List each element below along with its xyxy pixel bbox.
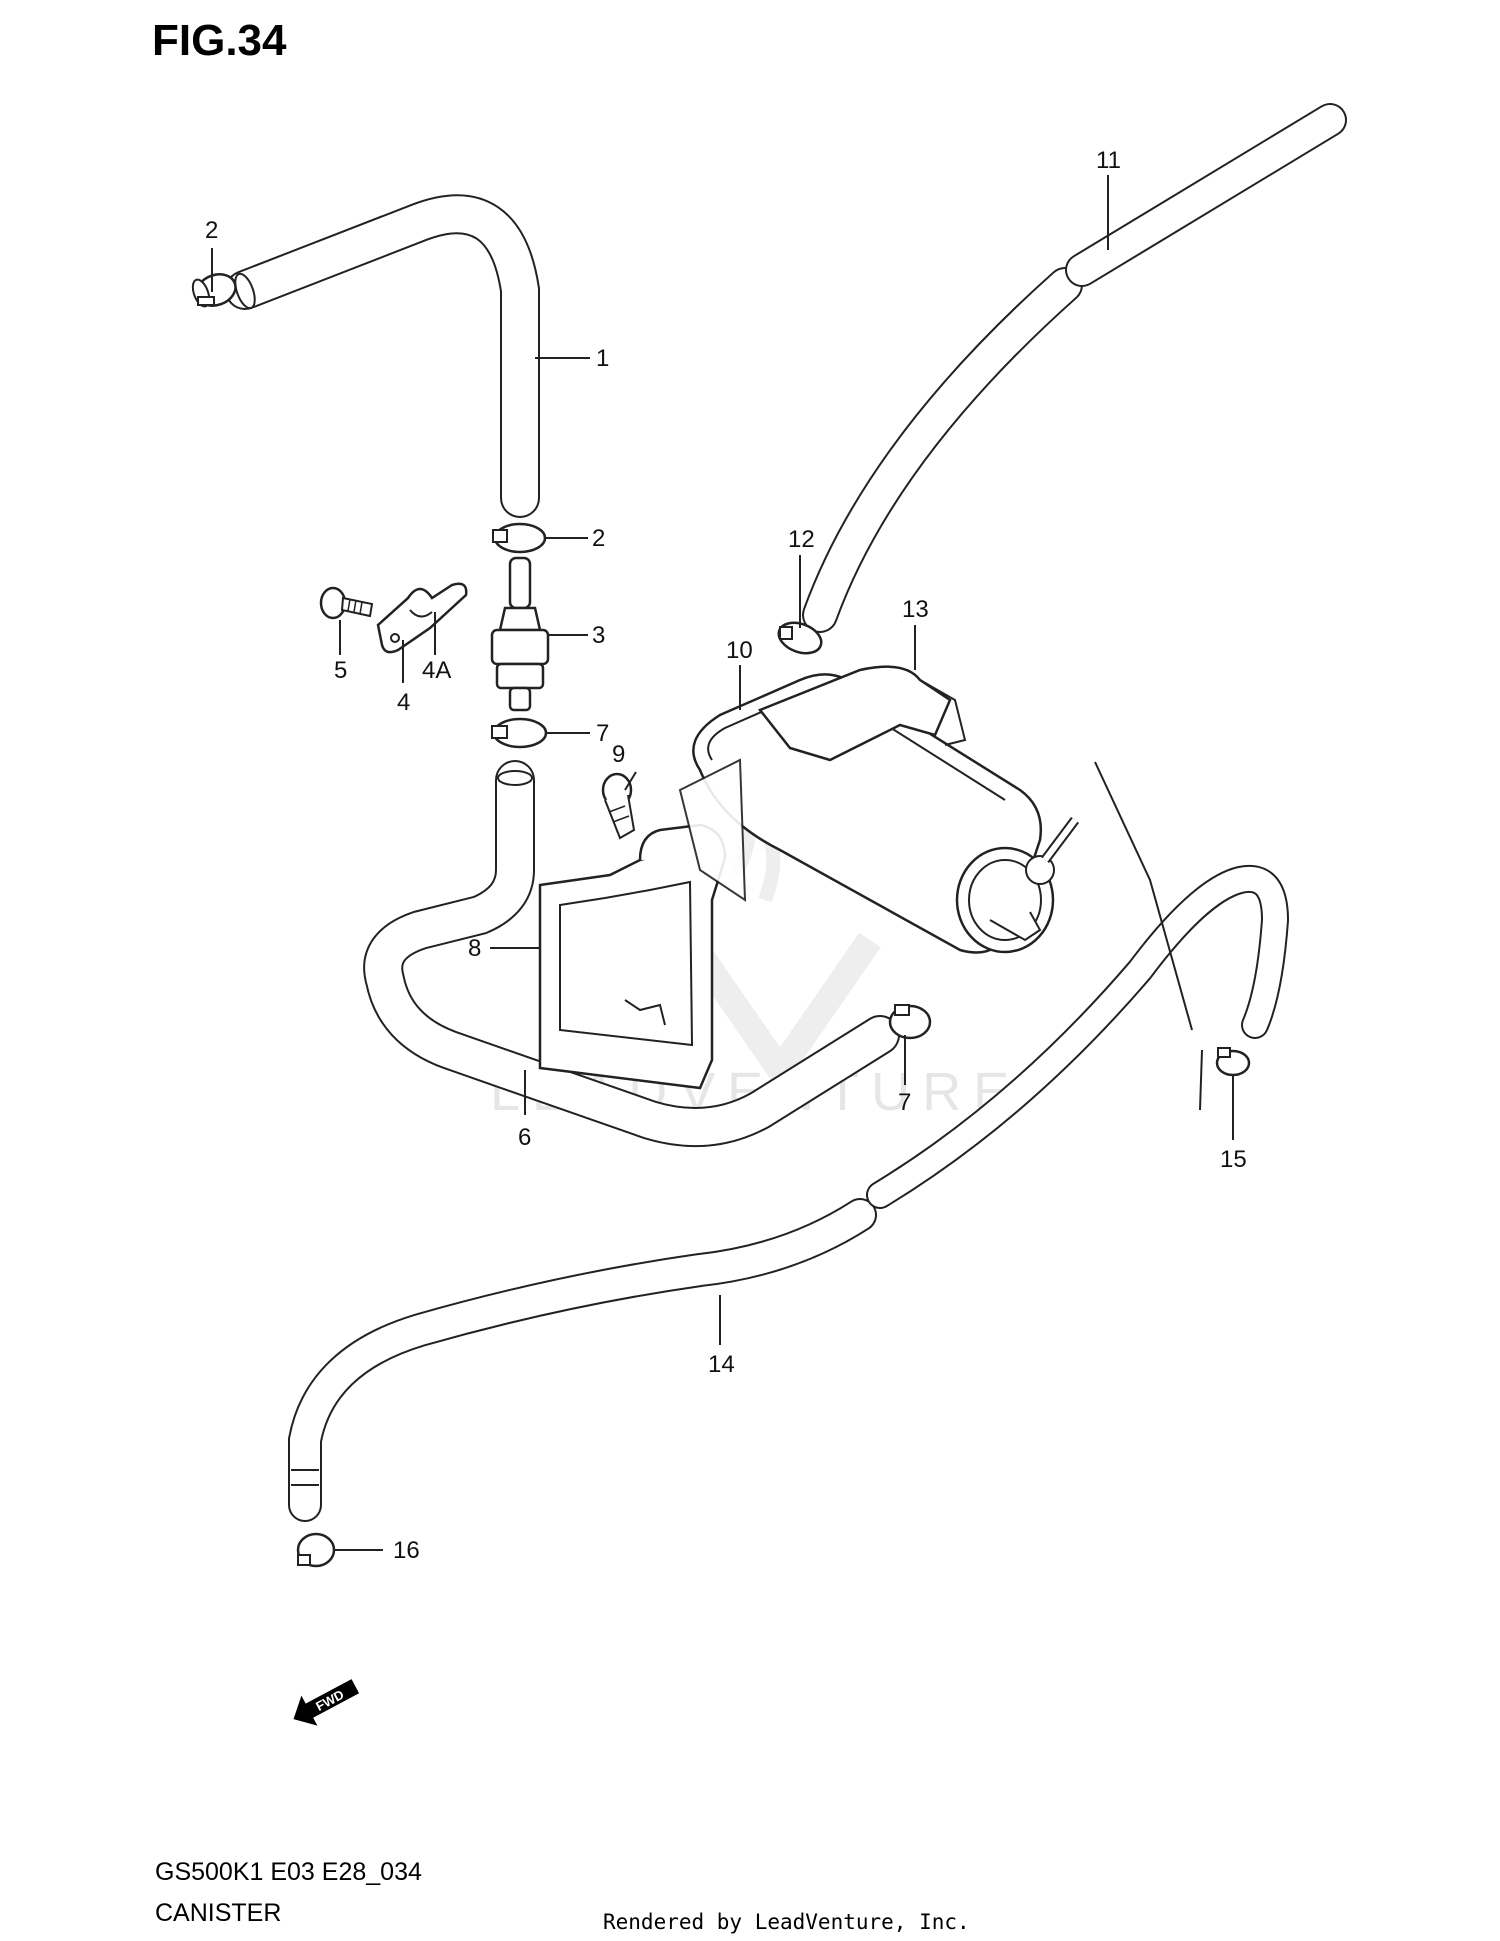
render-credit: Rendered by LeadVenture, Inc.	[603, 1910, 970, 1934]
bracket-4[interactable]	[376, 582, 468, 654]
hose-11[interactable]	[802, 103, 1347, 633]
clamp-2-lower[interactable]	[492, 522, 547, 554]
clamp-7-lower[interactable]	[888, 1004, 932, 1040]
callout-labels: 2 1 2 3 4 4A 5 6 7 7 8 9 10 11 12 13 14 …	[205, 147, 1247, 1564]
strap-13[interactable]	[757, 665, 967, 762]
callout-label: 10	[726, 637, 753, 664]
callout-label: 14	[708, 1351, 735, 1378]
section-name: CANISTER	[155, 1899, 281, 1927]
hose-6[interactable]	[363, 760, 900, 1148]
callout-label: 16	[393, 1537, 420, 1564]
clamp-16[interactable]	[296, 1532, 336, 1568]
callout-label: 2	[592, 525, 605, 552]
callout-label: 3	[592, 622, 605, 649]
clamp-12[interactable]	[775, 617, 826, 658]
clamp-7-upper[interactable]	[491, 717, 548, 749]
clamp-15[interactable]	[1215, 1047, 1251, 1077]
callout-label: 4A	[422, 657, 451, 684]
callout-label: 15	[1220, 1146, 1247, 1173]
callout-label: 7	[596, 720, 609, 747]
clamp-2-upper[interactable]	[190, 269, 240, 311]
callout-label: 7	[898, 1089, 911, 1116]
callout-label: 9	[612, 741, 625, 768]
fwd-label: FWD	[313, 1687, 346, 1714]
leader-lines	[211, 175, 1234, 1551]
model-code: GS500K1 E03 E28_034	[155, 1858, 422, 1886]
callout-label: 5	[334, 657, 347, 684]
callout-label: 12	[788, 526, 815, 553]
callout-label: 1	[596, 345, 609, 372]
hose-routing-line	[1094, 761, 1203, 1111]
callout-label: 6	[518, 1124, 531, 1151]
hose-14[interactable]	[288, 864, 1290, 1522]
canister-bracket-8[interactable]	[538, 823, 727, 1090]
callout-label: 13	[902, 596, 929, 623]
callout-label: 8	[468, 935, 481, 962]
figure-title: FIG.34	[152, 16, 287, 65]
fwd-arrow-icon: FWD	[293, 1679, 360, 1726]
callout-label: 11	[1096, 147, 1121, 174]
screw-9[interactable]	[601, 772, 636, 840]
bolt-5[interactable]	[319, 586, 374, 620]
hose-1[interactable]	[225, 194, 540, 518]
callout-label: 4	[397, 689, 410, 716]
check-valve-3[interactable]	[490, 556, 550, 712]
callout-label: 2	[205, 217, 218, 244]
canister-10[interactable]	[678, 673, 1079, 954]
